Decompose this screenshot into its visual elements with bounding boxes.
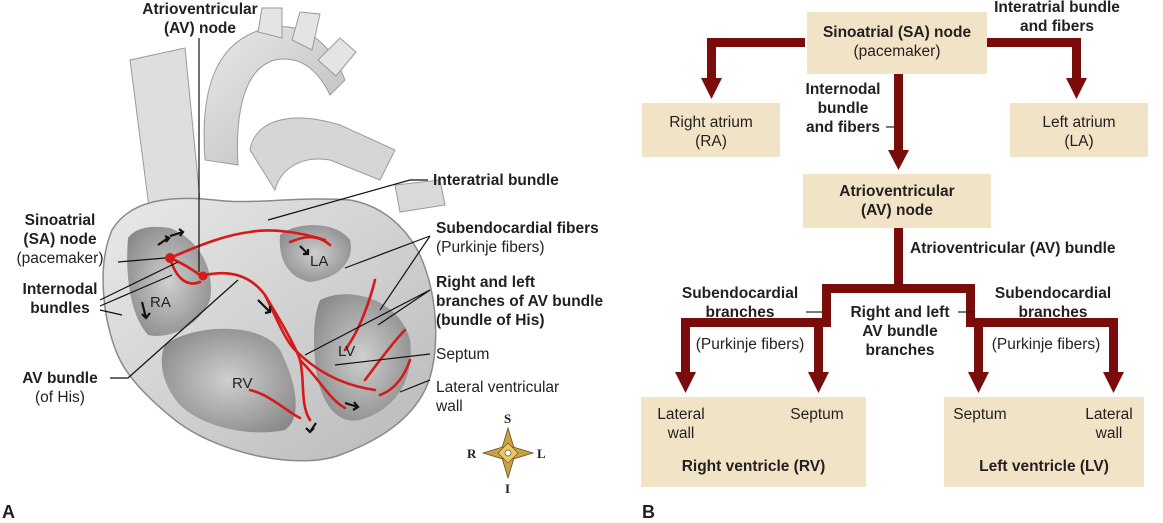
compass-l: L [537,446,546,461]
right-atrium-cavity [127,226,211,336]
label-b-interatrial-line2: and fibers [1019,18,1095,35]
label-b-rl-line3: branches [865,342,935,359]
box-right-ventricle: Lateral wall Septum Right ventricle (RV) [641,397,866,487]
box-right-atrium: Right atrium (RA) [642,103,780,157]
vessel-branch-3 [317,37,357,77]
vessel-branch-1 [257,7,283,39]
label-b-purkinje-left: (Purkinje fibers) [695,336,805,353]
label-branches-line2: branches of AV bundle [436,293,604,310]
box-left-ventricle: Septum Lateral wall Left ventricle (LV) [944,397,1144,487]
label-b-rl-line2: AV bundle [862,323,938,340]
lv-left: Septum [953,406,1007,423]
pulmonary-vein [394,179,446,213]
label-sa-line2: (SA) node [23,231,97,248]
label-rv: RV [232,375,253,392]
pulmonary-trunk [249,117,396,192]
flow-arrows-svg [675,38,1124,393]
label-subendocardial: Subendocardial fibers [436,220,599,237]
av-node [198,271,208,281]
label-la: LA [310,253,329,270]
label-branches-line1: Right and left [436,274,536,291]
label-b-sub-left-line1: Subendocardial [681,285,799,302]
compass-r: R [467,446,477,461]
rv-left-line2: wall [667,425,695,442]
ra-box-line2: (RA) [695,133,727,150]
label-branches-line3: (bundle of His) [436,312,545,329]
label-av-node-line2: (AV) node [163,20,237,37]
label-b-interatrial-line1: Interatrial bundle [994,0,1120,16]
heart-illustration [99,7,535,480]
panel-letter-b: B [642,502,655,522]
label-lateral-line1: Lateral ventricular [436,379,560,396]
label-av-bundle-line1: AV bundle [22,370,98,387]
label-ticks [806,126,974,313]
ra-box-line1: Right atrium [669,114,753,131]
sa-node [165,253,175,263]
label-interatrial-bundle: Interatrial bundle [433,172,559,189]
flow-arrows [140,228,360,434]
av-box-line2: (AV) node [860,202,934,219]
la-box-line1: Left atrium [1042,114,1116,131]
label-b-sub-right-line2: branches [1018,304,1088,321]
label-b-rl-line1: Right and left [850,304,950,321]
box-left-atrium: Left atrium (LA) [1010,103,1148,157]
flow-connectors [675,38,1124,393]
sa-box-sub: (pacemaker) [853,43,941,60]
rv-title: Right ventricle (RV) [681,458,826,475]
box-av-node: Atrioventricular (AV) node [803,174,991,228]
lv-right-line1: Lateral [1085,406,1133,423]
panel-letter-a: A [2,502,15,522]
left-ventricle-cavity [314,294,411,421]
label-b-internodal-line1: Internodal [805,81,881,98]
label-sa-line1: Sinoatrial [24,212,96,229]
lv-title: Left ventricle (LV) [979,458,1109,475]
label-ra: RA [150,294,171,311]
label-lateral-line2: wall [436,398,463,415]
label-b-sub-right-line1: Subendocardial [994,285,1112,302]
lv-right-line2: wall [1095,425,1123,442]
label-b-av-bundle: Atrioventricular (AV) bundle [910,240,1116,257]
superior-vena-cava [129,47,201,216]
label-lv: LV [338,343,356,360]
compass-s: S [504,411,512,426]
label-septum: Septum [436,346,490,363]
label-internodal-line1: Internodal [22,281,98,298]
compass-i: I [505,481,511,496]
rv-left-line1: Lateral [657,406,705,423]
label-internodal-line2: bundles [30,300,90,317]
sa-box-title: Sinoatrial (SA) node [822,24,972,41]
label-b-internodal-line3: and fibers [805,119,881,136]
right-ventricle-cavity [161,328,296,433]
label-av-node-line1: Atrioventricular [142,1,258,18]
label-purkinje: (Purkinje fibers) [436,239,545,256]
box-sa-node: Sinoatrial (SA) node (pacemaker) [807,12,987,74]
label-b-purkinje-right: (Purkinje fibers) [991,336,1101,353]
leader-lines [99,38,431,393]
label-sa-line3: (pacemaker) [16,250,104,267]
aortic-arch [203,26,346,166]
compass-rose [481,426,535,480]
conduction-pathways [168,229,412,422]
vessel-branch-2 [291,11,321,51]
label-b-sub-left-line2: branches [705,304,775,321]
av-box-line1: Atrioventricular [839,183,955,200]
label-b-internodal-line2: bundle [817,100,869,117]
la-box-line2: (LA) [1064,133,1094,150]
rv-right: Septum [790,406,844,423]
label-av-bundle-line2: (of His) [35,389,85,406]
